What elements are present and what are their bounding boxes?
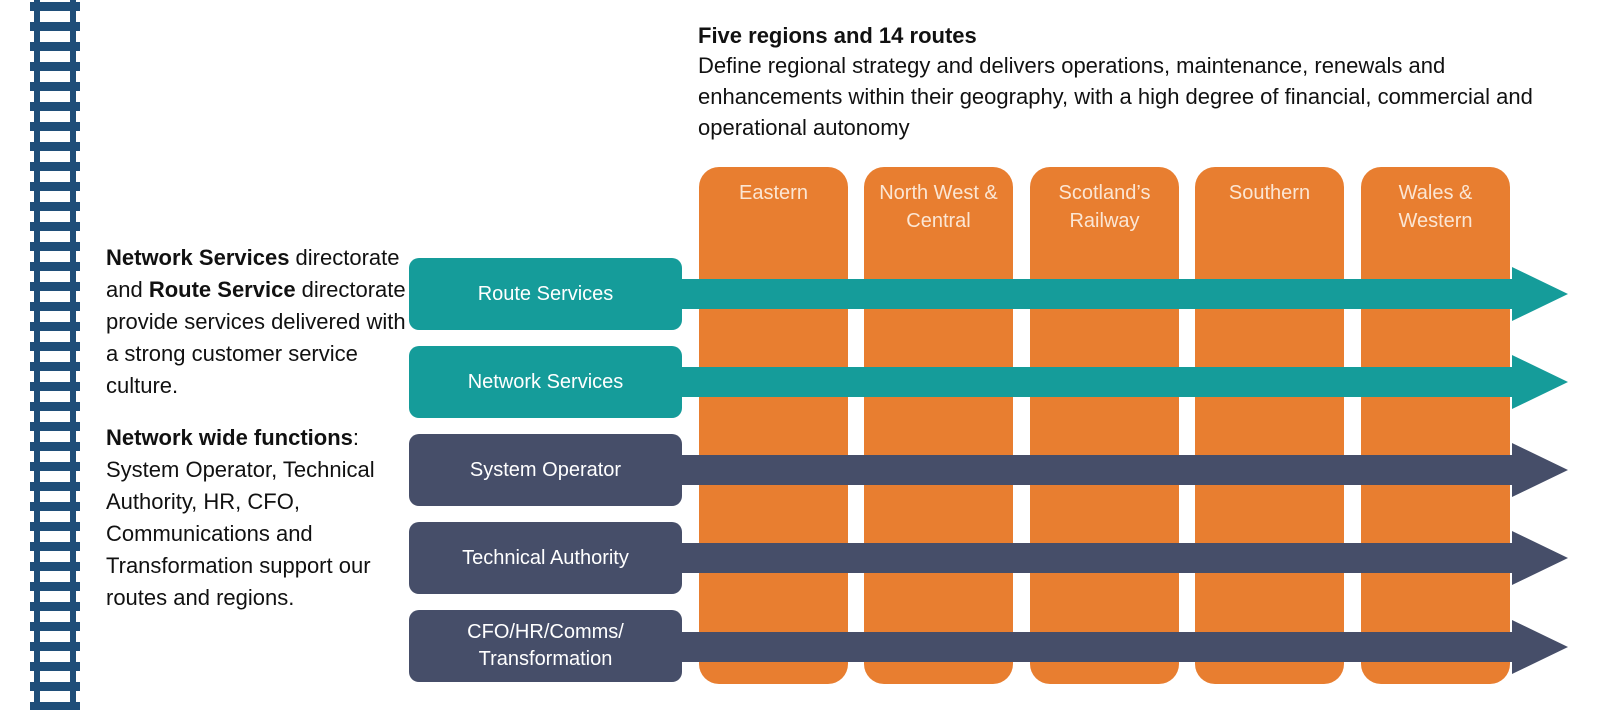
rail-sleeper [30,582,80,591]
network-wide-functions-term: Network wide functions [106,425,353,450]
network-services-box: Network Services [409,346,682,418]
rail-sleeper [30,442,80,451]
rail-sleeper [30,122,80,131]
region-wales-western: Wales & Western [1361,167,1510,684]
rail-sleeper [30,622,80,631]
rail-sleeper [30,662,80,671]
rail-sleeper [30,82,80,91]
functions-paragraph: Network wide functions: System Operator,… [106,425,375,610]
rail-left [34,0,40,710]
rail-sleeper [30,422,80,431]
rail-sleeper [30,2,80,11]
system-operator-box: System Operator [409,434,682,506]
rail-sleeper [30,62,80,71]
rail-sleeper [30,102,80,111]
rail-sleeper [30,482,80,491]
rail-sleeper [30,42,80,51]
rail-sleeper [30,302,80,311]
rail-sleeper [30,522,80,531]
rail-sleeper [30,162,80,171]
rail-sleeper [30,322,80,331]
rail-sleeper [30,362,80,371]
rail-sleeper [30,222,80,231]
rail-sleeper [30,382,80,391]
route-services-box: Route Services [409,258,682,330]
rail-sleeper [30,642,80,651]
rail-sleeper [30,682,80,691]
rail-sleeper [30,502,80,511]
rail-sleeper [30,142,80,151]
rail-sleeper [30,22,80,31]
region-north-west-central: North West & Central [864,167,1013,684]
rail-sleeper [30,342,80,351]
region-eastern: Eastern [699,167,848,684]
technical-authority-box: Technical Authority [409,522,682,594]
header-title: Five regions and 14 routes [698,23,977,48]
header-description: Define regional strategy and delivers op… [698,53,1533,140]
rail-sleeper [30,462,80,471]
services-paragraph: Network Services directorate and Route S… [106,245,406,398]
rail-sleeper [30,542,80,551]
region-southern: Southern [1195,167,1344,684]
rail-sleeper [30,602,80,611]
route-service-term: Route Service [148,277,296,302]
rail-sleeper [30,202,80,211]
left-panel: Network Services directorate and Route S… [106,242,406,614]
cfo-hr-comms-transformation-box: CFO/HR/Comms/ Transformation [409,610,682,682]
network-services-term: Network Services [106,245,290,270]
rail-sleeper [30,702,80,710]
rail-sleeper [30,282,80,291]
rail-sleeper [30,242,80,251]
rail-sleeper [30,262,80,271]
rail-sleeper [30,402,80,411]
rail-sleeper [30,562,80,571]
header: Five regions and 14 routes Define region… [698,22,1578,143]
railway-track-icon [30,0,80,710]
region-scotlands-railway: Scotland’s Railway [1030,167,1179,684]
rail-right [70,0,76,710]
rail-sleeper [30,182,80,191]
